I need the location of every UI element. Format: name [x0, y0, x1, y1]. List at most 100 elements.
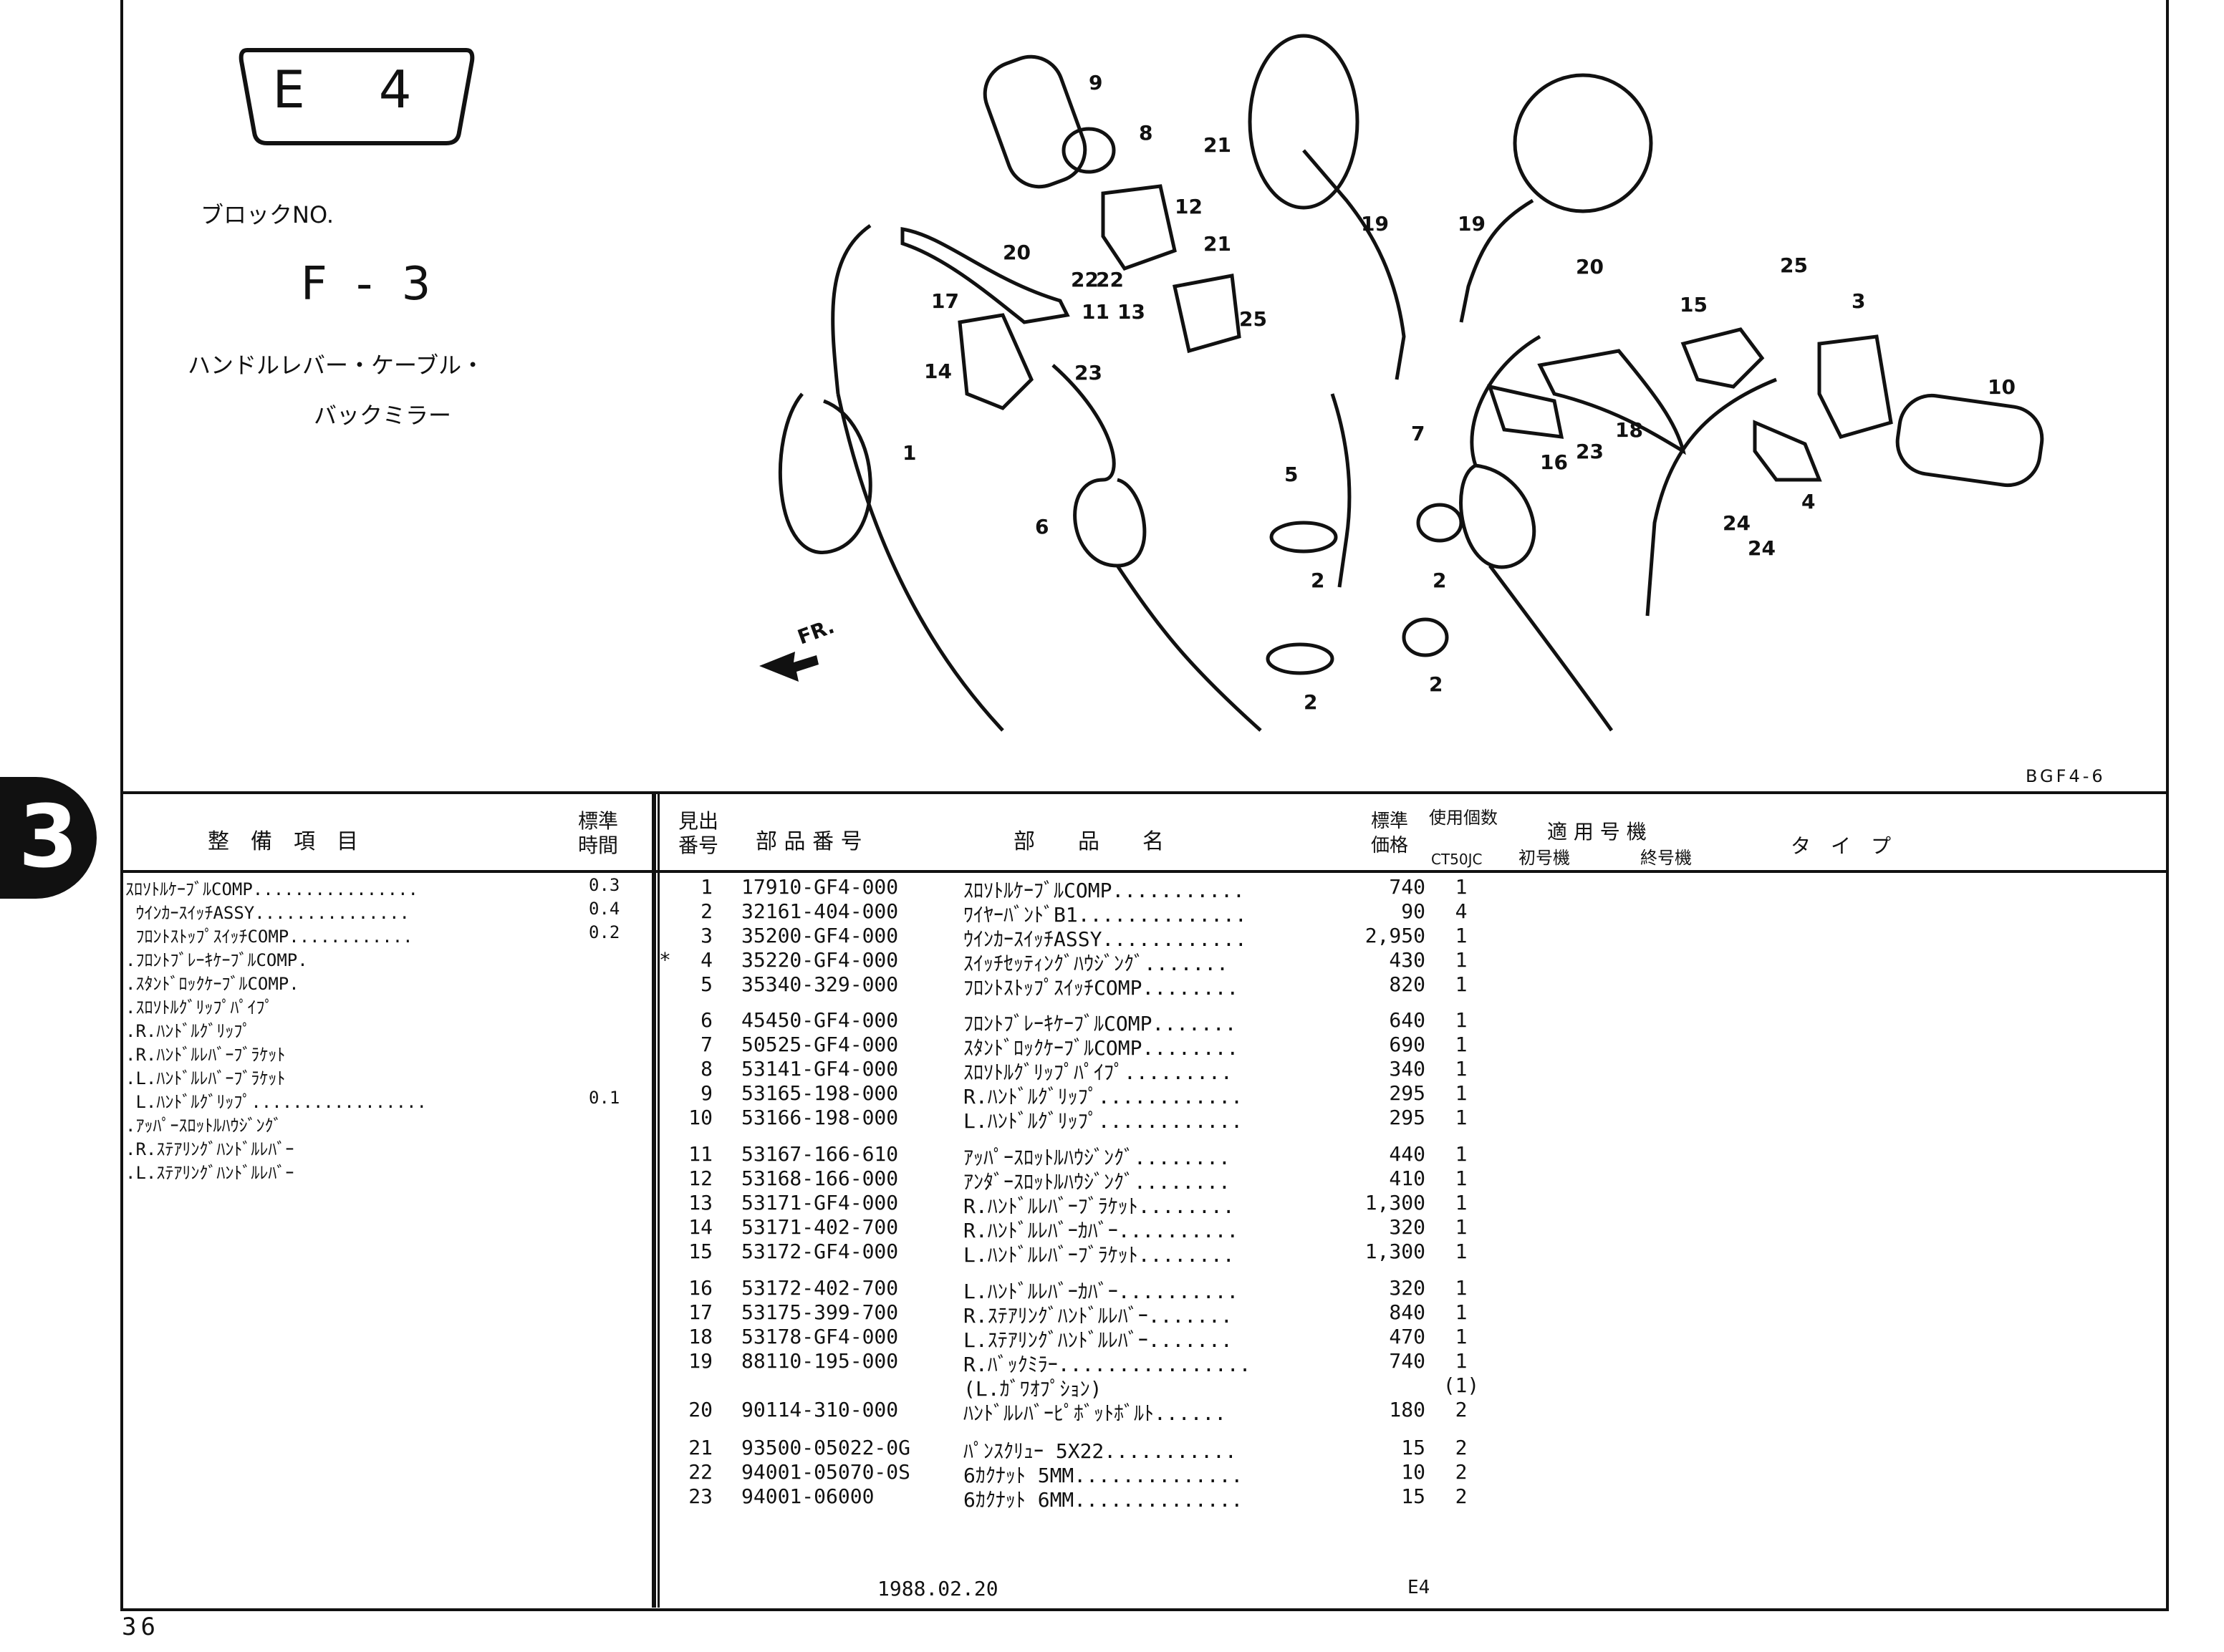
- parts-row-qty: 2: [1455, 1398, 1468, 1421]
- parts-header-part-no: 部 品 番 号: [756, 829, 862, 854]
- parts-row-name: L.ｽﾃｱﾘﾝｸﾞﾊﾝﾄﾞﾙﾚﾊﾞｰ.......: [963, 1328, 1233, 1352]
- parts-row-price: 295: [1389, 1081, 1425, 1105]
- wire-band-shape-1: [1269, 521, 1338, 554]
- parts-header-no: 見出番号: [678, 809, 718, 857]
- parts-row-part-no: 88110-195-000: [741, 1349, 899, 1373]
- parts-row-no: 22: [688, 1460, 713, 1484]
- parts-row-qty: (1): [1443, 1373, 1480, 1397]
- service-row: .L.ﾊﾝﾄﾞﾙﾚﾊﾞｰﾌﾞﾗｹｯﾄ: [125, 1068, 286, 1088]
- parts-row-qty: 1: [1455, 972, 1468, 996]
- parts-row-no: 20: [688, 1398, 713, 1421]
- callout-24a: 24: [1723, 511, 1751, 535]
- callout-4: 4: [1801, 490, 1815, 513]
- callout-6: 6: [1035, 515, 1049, 538]
- service-row: .R.ﾊﾝﾄﾞﾙﾚﾊﾞｰﾌﾞﾗｹｯﾄ: [125, 1045, 286, 1065]
- parts-row-price: 2,950: [1364, 924, 1425, 947]
- block-badge: E 4: [233, 47, 480, 147]
- callout-2a: 2: [1311, 569, 1324, 592]
- parts-row-name: R.ﾊﾞｯｸﾐﾗｰ................: [963, 1353, 1251, 1376]
- callout-17: 17: [931, 289, 959, 313]
- parts-row-name: L.ﾊﾝﾄﾞﾙｸﾞﾘｯﾌﾟ............: [963, 1109, 1243, 1133]
- winker-harness-shape: [1645, 377, 1777, 617]
- callout-22b: 22: [1096, 268, 1124, 291]
- service-time-divider-2: [654, 791, 656, 1608]
- parts-row-name: L.ﾊﾝﾄﾞﾙﾚﾊﾞｰﾌﾞﾗｹｯﾄ........: [963, 1243, 1235, 1267]
- parts-row-no: 8: [701, 1057, 713, 1081]
- parts-row-part-no: 53167-166-610: [741, 1142, 899, 1166]
- parts-row-part-no: 53171-402-700: [741, 1215, 899, 1239]
- parts-row-no: 17: [688, 1300, 713, 1324]
- parts-row-price: 320: [1389, 1215, 1425, 1239]
- callout-2d: 2: [1429, 672, 1443, 696]
- stand-lock-cable-shape: [1459, 334, 1614, 732]
- parts-row-qty: 4: [1455, 899, 1468, 923]
- callout-20b: 20: [1576, 255, 1604, 279]
- parts-row-name: ﾌﾛﾝﾄﾌﾞﾚｰｷｹｰﾌﾞﾙCOMP.......: [963, 1012, 1237, 1035]
- parts-row-price: 640: [1389, 1008, 1425, 1032]
- block-title-line2: バックミラー: [314, 402, 452, 429]
- service-row: .ｽﾀﾝﾄﾞﾛｯｸｹｰﾌﾞﾙCOMP.: [125, 974, 299, 994]
- callout-12: 12: [1175, 195, 1203, 218]
- parts-row-price: 470: [1389, 1325, 1425, 1348]
- callout-11: 11: [1082, 300, 1109, 324]
- callout-19a: 19: [1361, 212, 1389, 236]
- parts-row-name: ｱﾝﾀﾞｰｽﾛｯﾄﾙﾊｳｼﾞﾝｸﾞ........: [963, 1170, 1231, 1194]
- parts-row-price: 1,300: [1364, 1240, 1425, 1263]
- parts-row-qty: 1: [1455, 948, 1468, 972]
- parts-header-name: 部 品 名: [1014, 829, 1164, 854]
- parts-row-part-no: 53172-402-700: [741, 1276, 899, 1300]
- table-header-divider: [120, 870, 2169, 873]
- parts-row-price: 15: [1401, 1436, 1425, 1459]
- callout-7: 7: [1411, 422, 1425, 445]
- parts-row-qty: 1: [1455, 1106, 1468, 1129]
- wire-band-shape-2: [1416, 503, 1463, 543]
- service-time: 0.1: [589, 1088, 620, 1108]
- parts-row-qty: 2: [1455, 1484, 1468, 1508]
- callout-15: 15: [1680, 293, 1708, 317]
- service-time: 0.2: [589, 922, 620, 942]
- parts-row-name: R.ﾊﾝﾄﾞﾙﾚﾊﾞｰﾌﾞﾗｹｯﾄ........: [963, 1194, 1235, 1218]
- parts-row-no: 9: [701, 1081, 713, 1105]
- throttle-cable-shape: [779, 223, 1004, 732]
- service-row: ﾌﾛﾝﾄｽﾄｯﾌﾟｽｲｯﾁCOMP............: [125, 927, 413, 947]
- parts-row-no: 11: [688, 1142, 713, 1166]
- parts-row-no: 14: [688, 1215, 713, 1239]
- parts-row-price: 90: [1401, 899, 1425, 923]
- parts-row-part-no: 35200-GF4-000: [741, 924, 899, 947]
- chapter-tab: 3: [0, 777, 97, 899]
- parts-row-no: 16: [688, 1276, 713, 1300]
- parts-row-part-no: 32161-404-000: [741, 899, 899, 923]
- callout-8: 8: [1139, 121, 1152, 145]
- service-row: .R.ｽﾃｱﾘﾝｸﾞﾊﾝﾄﾞﾙﾚﾊﾞｰ: [125, 1139, 294, 1159]
- parts-row-price: 1,300: [1364, 1191, 1425, 1214]
- parts-row-price: 820: [1389, 972, 1425, 996]
- callout-18: 18: [1615, 418, 1643, 442]
- r-grip-shape: [983, 54, 1087, 189]
- parts-row-qty: 1: [1455, 1325, 1468, 1348]
- parts-row-part-no: 35340-329-000: [741, 972, 899, 996]
- parts-row-name: ｽｲｯﾁｾｯﾃｨﾝｸﾞﾊｳｼﾞﾝｸﾞ.......: [963, 952, 1229, 975]
- parts-row-qty: 1: [1455, 1215, 1468, 1239]
- fr-arrow-icon: FR.: [759, 614, 837, 682]
- service-time: 0.4: [589, 899, 620, 919]
- parts-row-price: 690: [1389, 1033, 1425, 1056]
- r-mirror-stem-shape: [1302, 149, 1406, 380]
- block-badge-label: E 4: [272, 59, 441, 120]
- parts-row-name: R.ｽﾃｱﾘﾝｸﾞﾊﾝﾄﾞﾙﾚﾊﾞｰ.......: [963, 1304, 1233, 1328]
- parts-row-name: 6ｶｸﾅｯﾄ 5MM..............: [963, 1464, 1243, 1487]
- parts-row-name: ﾜｲﾔｰﾊﾞﾝﾄﾞB1..............: [963, 903, 1247, 927]
- parts-row-no: 12: [688, 1166, 713, 1190]
- footer-code: E4: [1407, 1577, 1430, 1598]
- parts-row-no: 23: [688, 1484, 713, 1508]
- parts-row-part-no: 53165-198-000: [741, 1081, 899, 1105]
- callout-23a: 23: [1074, 361, 1102, 385]
- service-row: .ｱｯﾊﾟｰｽﾛｯﾄﾙﾊｳｼﾞﾝｸﾞ: [125, 1116, 282, 1136]
- parts-row-part-no: 50525-GF4-000: [741, 1033, 899, 1056]
- service-time: 0.3: [589, 875, 620, 895]
- callout-22a: 22: [1071, 268, 1099, 291]
- parts-row-name: ﾌﾛﾝﾄｽﾄｯﾌﾟｽｲｯﾁCOMP........: [963, 976, 1239, 1000]
- parts-row-name: ｽﾛｿﾄﾙｸﾞﾘｯﾌﾟﾊﾟｲﾌﾟ.........: [963, 1061, 1233, 1084]
- parts-row-price: 295: [1389, 1106, 1425, 1129]
- parts-row-price: 740: [1389, 1349, 1425, 1373]
- wire-band-shape-3: [1266, 642, 1334, 675]
